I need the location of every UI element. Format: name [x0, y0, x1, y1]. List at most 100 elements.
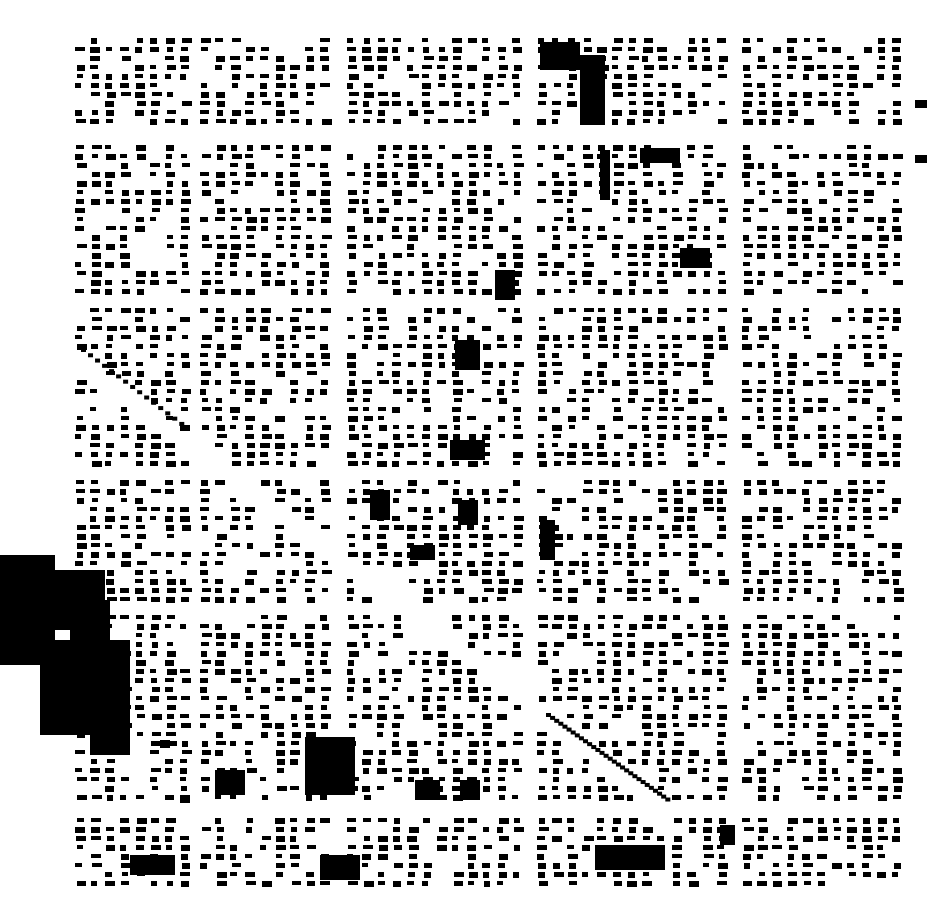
building	[877, 416, 883, 421]
building	[758, 795, 766, 801]
building	[92, 498, 98, 502]
building	[165, 768, 172, 773]
building	[582, 443, 589, 449]
building	[137, 371, 144, 377]
building	[497, 714, 507, 720]
building	[818, 101, 828, 106]
building	[554, 289, 561, 293]
building	[439, 552, 445, 556]
building	[513, 633, 523, 637]
building	[833, 425, 840, 429]
building	[583, 489, 593, 493]
building	[688, 271, 696, 277]
building	[658, 461, 666, 465]
building	[90, 308, 99, 312]
building	[787, 516, 793, 520]
building	[469, 597, 478, 603]
building	[513, 561, 523, 567]
building	[538, 795, 547, 800]
building	[552, 507, 560, 511]
building	[513, 154, 522, 158]
building	[743, 235, 749, 241]
building	[276, 74, 283, 80]
building	[674, 507, 683, 512]
building	[804, 786, 814, 790]
building	[673, 597, 681, 603]
building	[553, 434, 561, 438]
building	[802, 750, 810, 756]
building	[182, 335, 188, 339]
building	[378, 38, 385, 42]
building	[379, 525, 389, 530]
building	[818, 642, 828, 648]
building	[393, 633, 403, 638]
building	[689, 687, 695, 693]
building	[673, 371, 681, 376]
building	[215, 380, 221, 385]
building	[689, 65, 697, 70]
building	[322, 624, 329, 630]
building	[817, 271, 824, 275]
building	[538, 262, 548, 266]
building	[217, 881, 227, 886]
building	[182, 38, 192, 43]
building	[652, 788, 658, 793]
building	[484, 362, 493, 368]
building	[408, 777, 414, 782]
building	[484, 217, 493, 221]
building	[574, 733, 580, 738]
building	[378, 271, 387, 275]
building	[423, 47, 429, 53]
building	[261, 262, 268, 267]
building	[788, 579, 798, 583]
building	[644, 74, 653, 78]
building	[772, 244, 780, 248]
building	[181, 199, 191, 204]
building	[77, 543, 87, 549]
building	[687, 872, 696, 877]
building	[167, 308, 173, 312]
building	[292, 507, 301, 512]
building	[674, 235, 684, 241]
building	[892, 362, 900, 368]
building	[378, 881, 385, 885]
building	[878, 47, 885, 53]
building	[424, 507, 431, 513]
building	[246, 163, 254, 169]
building	[275, 642, 282, 646]
building	[759, 489, 767, 495]
building	[804, 498, 810, 504]
building	[497, 498, 506, 503]
building	[377, 371, 383, 376]
building	[673, 172, 683, 177]
building	[260, 845, 266, 850]
building	[833, 579, 839, 585]
building	[136, 669, 144, 674]
building	[377, 461, 387, 467]
building	[261, 145, 270, 150]
building	[538, 416, 547, 421]
building	[612, 380, 620, 386]
building	[879, 651, 888, 655]
building	[245, 687, 251, 693]
building	[167, 244, 174, 248]
building	[231, 507, 240, 511]
building	[151, 443, 161, 449]
building	[628, 872, 635, 878]
building	[552, 669, 559, 673]
building	[136, 827, 146, 832]
building	[484, 845, 492, 849]
building	[757, 226, 767, 231]
building	[292, 732, 301, 738]
building	[260, 552, 270, 557]
building	[599, 750, 605, 755]
building	[136, 642, 142, 647]
building	[659, 750, 665, 755]
building	[135, 110, 144, 116]
building	[202, 398, 208, 402]
building	[364, 172, 371, 177]
building	[88, 353, 94, 358]
building	[181, 47, 188, 51]
building	[659, 651, 666, 656]
building	[744, 244, 753, 248]
